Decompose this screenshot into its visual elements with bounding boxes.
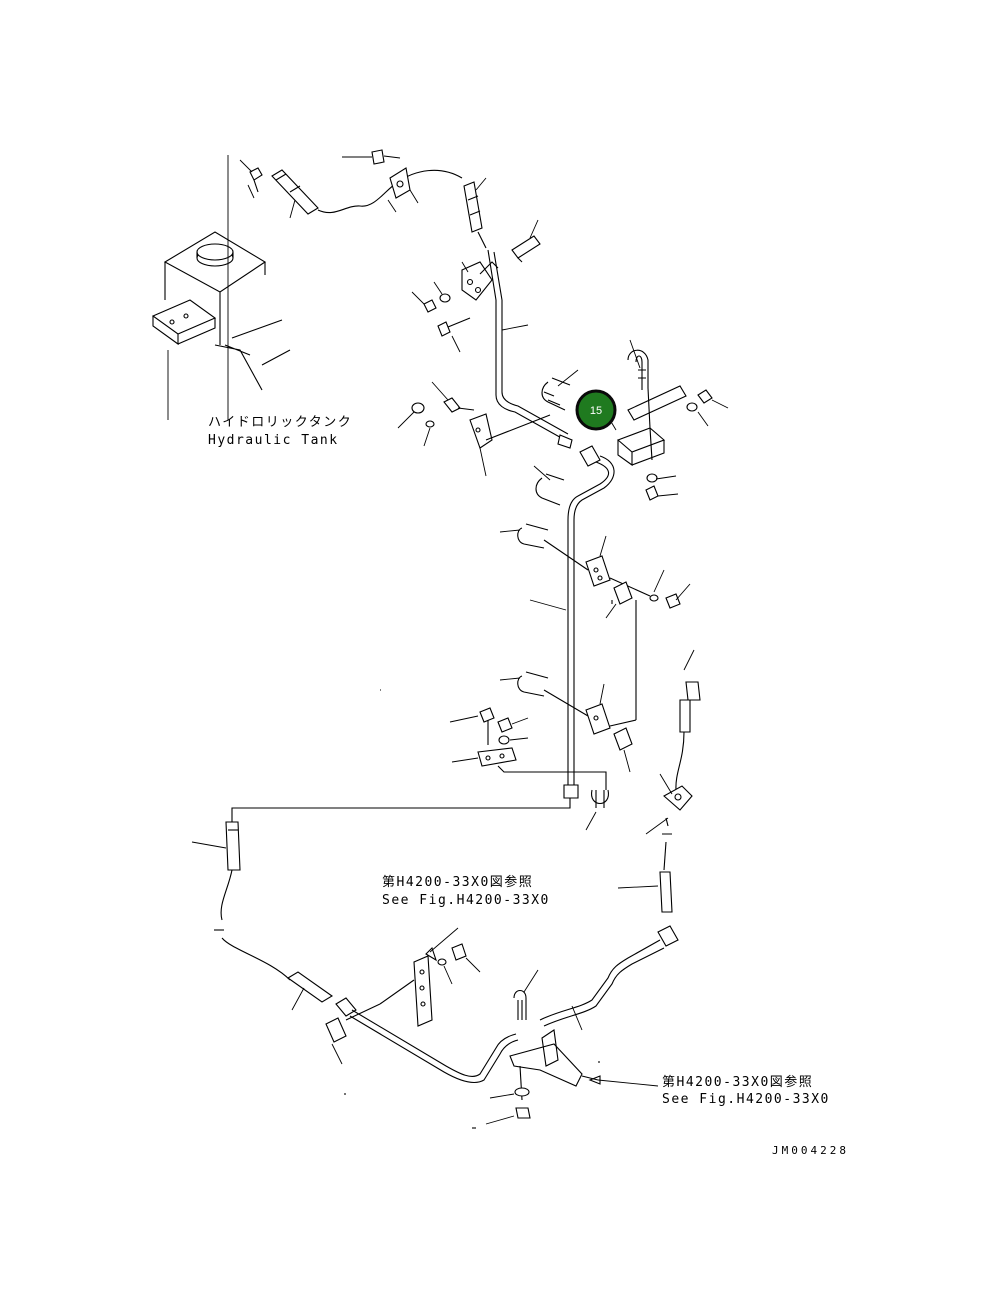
reference-note-upper: 第H4200-33X0図参照 See Fig.H4200-33X0: [382, 874, 550, 908]
ref-lower-en: See Fig.H4200-33X0: [662, 1092, 830, 1107]
tank-label-en: Hydraulic Tank: [208, 433, 339, 448]
callout-15[interactable]: 15: [575, 389, 617, 431]
callout-15-label: 15: [590, 405, 602, 417]
tank-label-ja: ハイドロリックタンク: [208, 415, 352, 430]
lower-clamp: [485, 969, 659, 1125]
mid-clamps: [499, 523, 691, 773]
hydraulic-tank-label: ハイドロリックタンク Hydraulic Tank: [208, 415, 352, 448]
lower-left-tube: [325, 997, 519, 1083]
ref-upper-ja: 第H4200-33X0図参照: [382, 874, 533, 890]
upper-tube: [487, 249, 573, 449]
clamp-upper: [397, 369, 579, 477]
middle-tube: [529, 445, 615, 785]
drawing-id: JM004228: [772, 1144, 849, 1157]
lower-joint: [191, 784, 609, 1011]
left-bracket: [449, 707, 607, 790]
reference-note-lower: 第H4200-33X0図参照 See Fig.H4200-33X0: [662, 1074, 830, 1107]
center-plate: [379, 927, 481, 1027]
upper-bracket: [411, 261, 499, 353]
ref-lower-ja: 第H4200-33X0図参照: [662, 1074, 813, 1090]
hydraulic-tank: [151, 155, 291, 420]
lower-right-tube: [539, 925, 679, 1031]
right-bracket: [603, 339, 729, 501]
top-hose: [239, 149, 541, 263]
right-hose: [617, 649, 701, 913]
ref-upper-en: See Fig.H4200-33X0: [382, 893, 550, 908]
